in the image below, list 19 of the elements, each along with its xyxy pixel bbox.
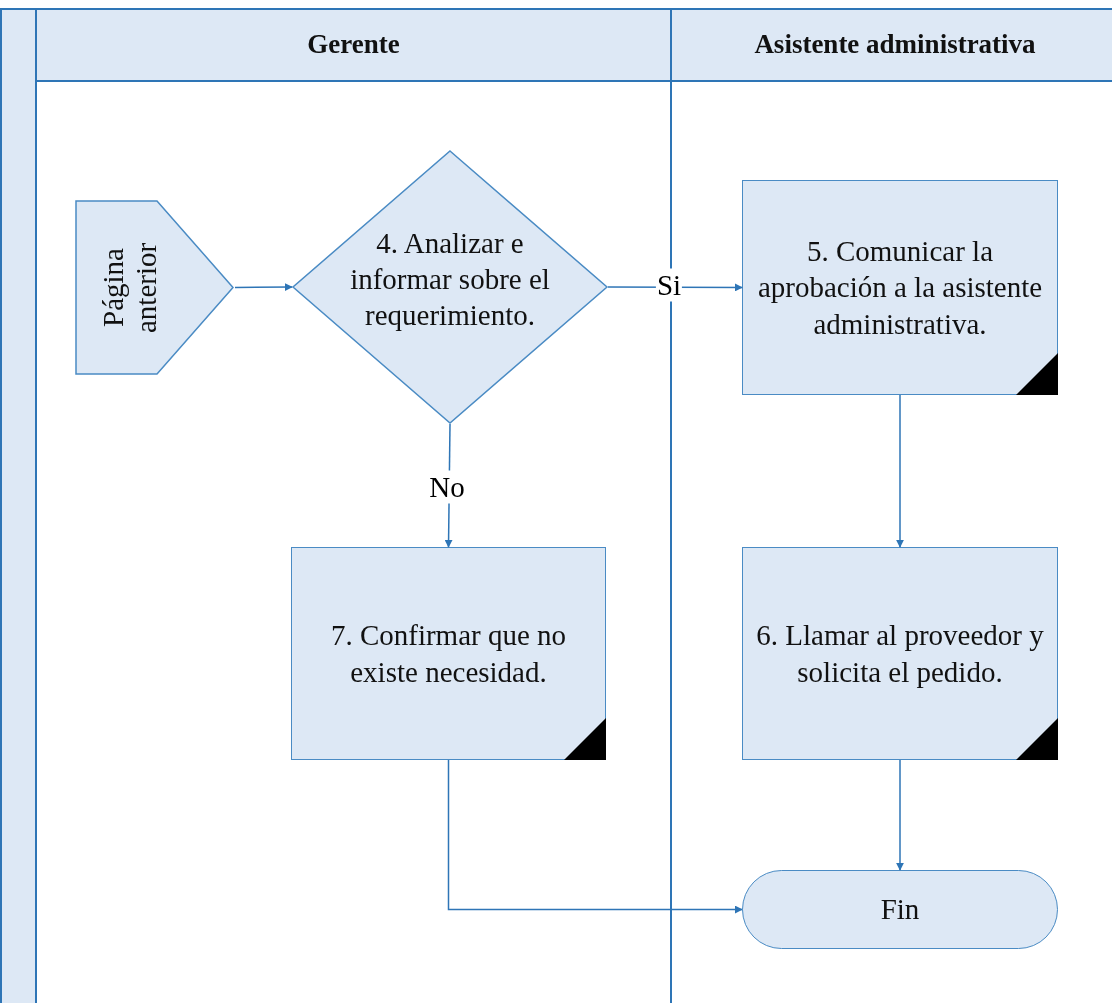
process-box xyxy=(291,547,606,760)
arrow xyxy=(896,759,904,871)
lane-header: Gerente xyxy=(37,10,670,82)
process-box xyxy=(742,180,1058,395)
decision-diamond xyxy=(292,150,608,424)
connector-label: Página anterior xyxy=(96,241,163,335)
decision-text: 4. Analizar e informar sobre el requerimiento. xyxy=(349,225,551,334)
lane-header: Asistente administrativa xyxy=(672,10,1112,82)
process-text: 5. Comunicar la aprobación a la asistente administrativa. xyxy=(756,234,1044,342)
arrow xyxy=(234,283,293,292)
off-page-connector xyxy=(75,200,235,375)
edge-label: No xyxy=(428,470,466,504)
process-text: 7. Confirmar que no existe necesidad. xyxy=(329,618,568,690)
terminator-text: Fin xyxy=(880,892,920,928)
edge-label: Si xyxy=(655,268,683,302)
arrow xyxy=(896,394,904,548)
arrow xyxy=(447,759,743,914)
process-text: 6. Llamar al proveedor y solicita el pedido. xyxy=(755,618,1045,690)
process-box xyxy=(742,547,1058,760)
